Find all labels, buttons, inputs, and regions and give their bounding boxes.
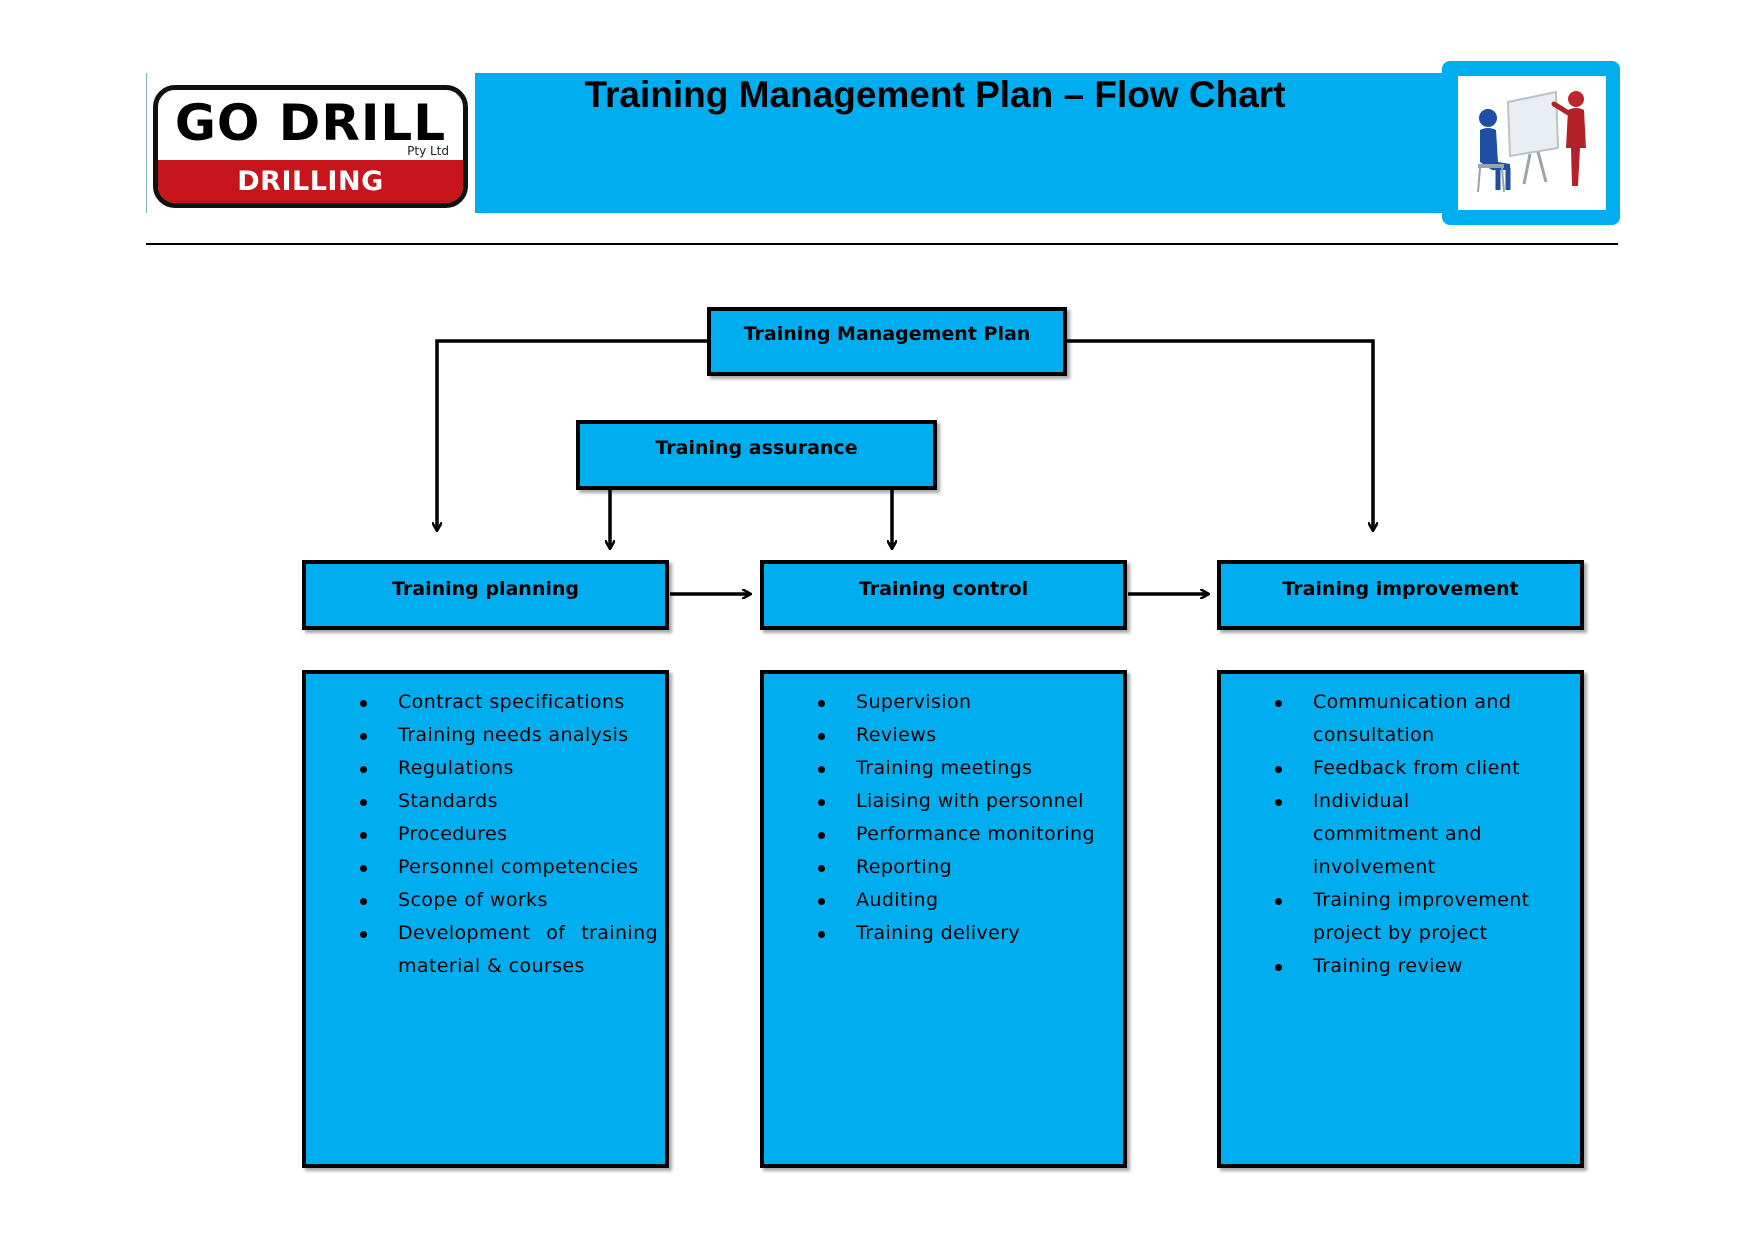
list-item: Training needs analysis [358,719,658,752]
header-left-rule [146,73,147,213]
logo-main-text: GO DRILL [174,94,447,152]
training-management-plan-title: Training Management Plan [743,323,1031,345]
header-band [475,73,1445,213]
training-assurance-box: Training assurance [576,420,937,490]
list-item: Training improvement project by project [1273,884,1535,950]
training-improvement-list: Communication and consultation Feedback … [1273,686,1535,983]
list-item: Training meetings [816,752,1116,785]
training-management-plan-box: Training Management Plan [707,307,1067,376]
list-item: Reviews [816,719,1116,752]
training-planning-details: Contract specifications Training needs a… [302,670,669,1168]
connector-plan-to-planning [437,339,707,530]
list-item: Training delivery [816,917,1116,950]
list-item: Feedback from client [1273,752,1535,785]
list-item: Communication and consultation [1273,686,1535,752]
training-planning-title: Training planning [392,578,579,600]
connector-plan-to-improvement [1066,339,1373,530]
list-item: Contract specifications [358,686,658,719]
list-item: Development of training material & cours… [358,917,658,983]
logo-band-text: DRILLING SERVICES [158,160,463,203]
training-improvement-box: Training improvement [1217,560,1584,630]
list-item: Training review [1273,950,1535,983]
list-item: Performance monitoring [816,818,1116,851]
header-divider [146,243,1618,245]
training-planning-list: Contract specifications Training needs a… [358,686,658,983]
list-item: Procedures [358,818,658,851]
page-title: Training Management Plan – Flow Chart [584,74,1286,115]
list-item: Auditing [816,884,1116,917]
list-item: Scope of works [358,884,658,917]
list-item: Personnel competencies [358,851,658,884]
list-item: Liaising with personnel [816,785,1116,818]
training-improvement-title: Training improvement [1282,578,1519,600]
list-item: Standards [358,785,658,818]
training-planning-box: Training planning [302,560,669,630]
training-control-list: Supervision Reviews Training meetings Li… [816,686,1116,950]
list-item: Regulations [358,752,658,785]
training-control-details: Supervision Reviews Training meetings Li… [760,670,1127,1168]
logo-small-text: Pty Ltd [407,144,449,158]
presentation-icon [1458,76,1606,210]
list-item: Individual commitment and involvement [1273,785,1535,884]
training-control-title: Training control [858,578,1029,600]
training-control-box: Training control [760,560,1127,630]
list-item: Reporting [816,851,1116,884]
list-item: Supervision [816,686,1116,719]
training-improvement-details: Communication and consultation Feedback … [1217,670,1584,1168]
training-assurance-title: Training assurance [655,437,858,459]
company-logo: GO DRILL Pty Ltd DRILLING SERVICES [153,85,468,208]
